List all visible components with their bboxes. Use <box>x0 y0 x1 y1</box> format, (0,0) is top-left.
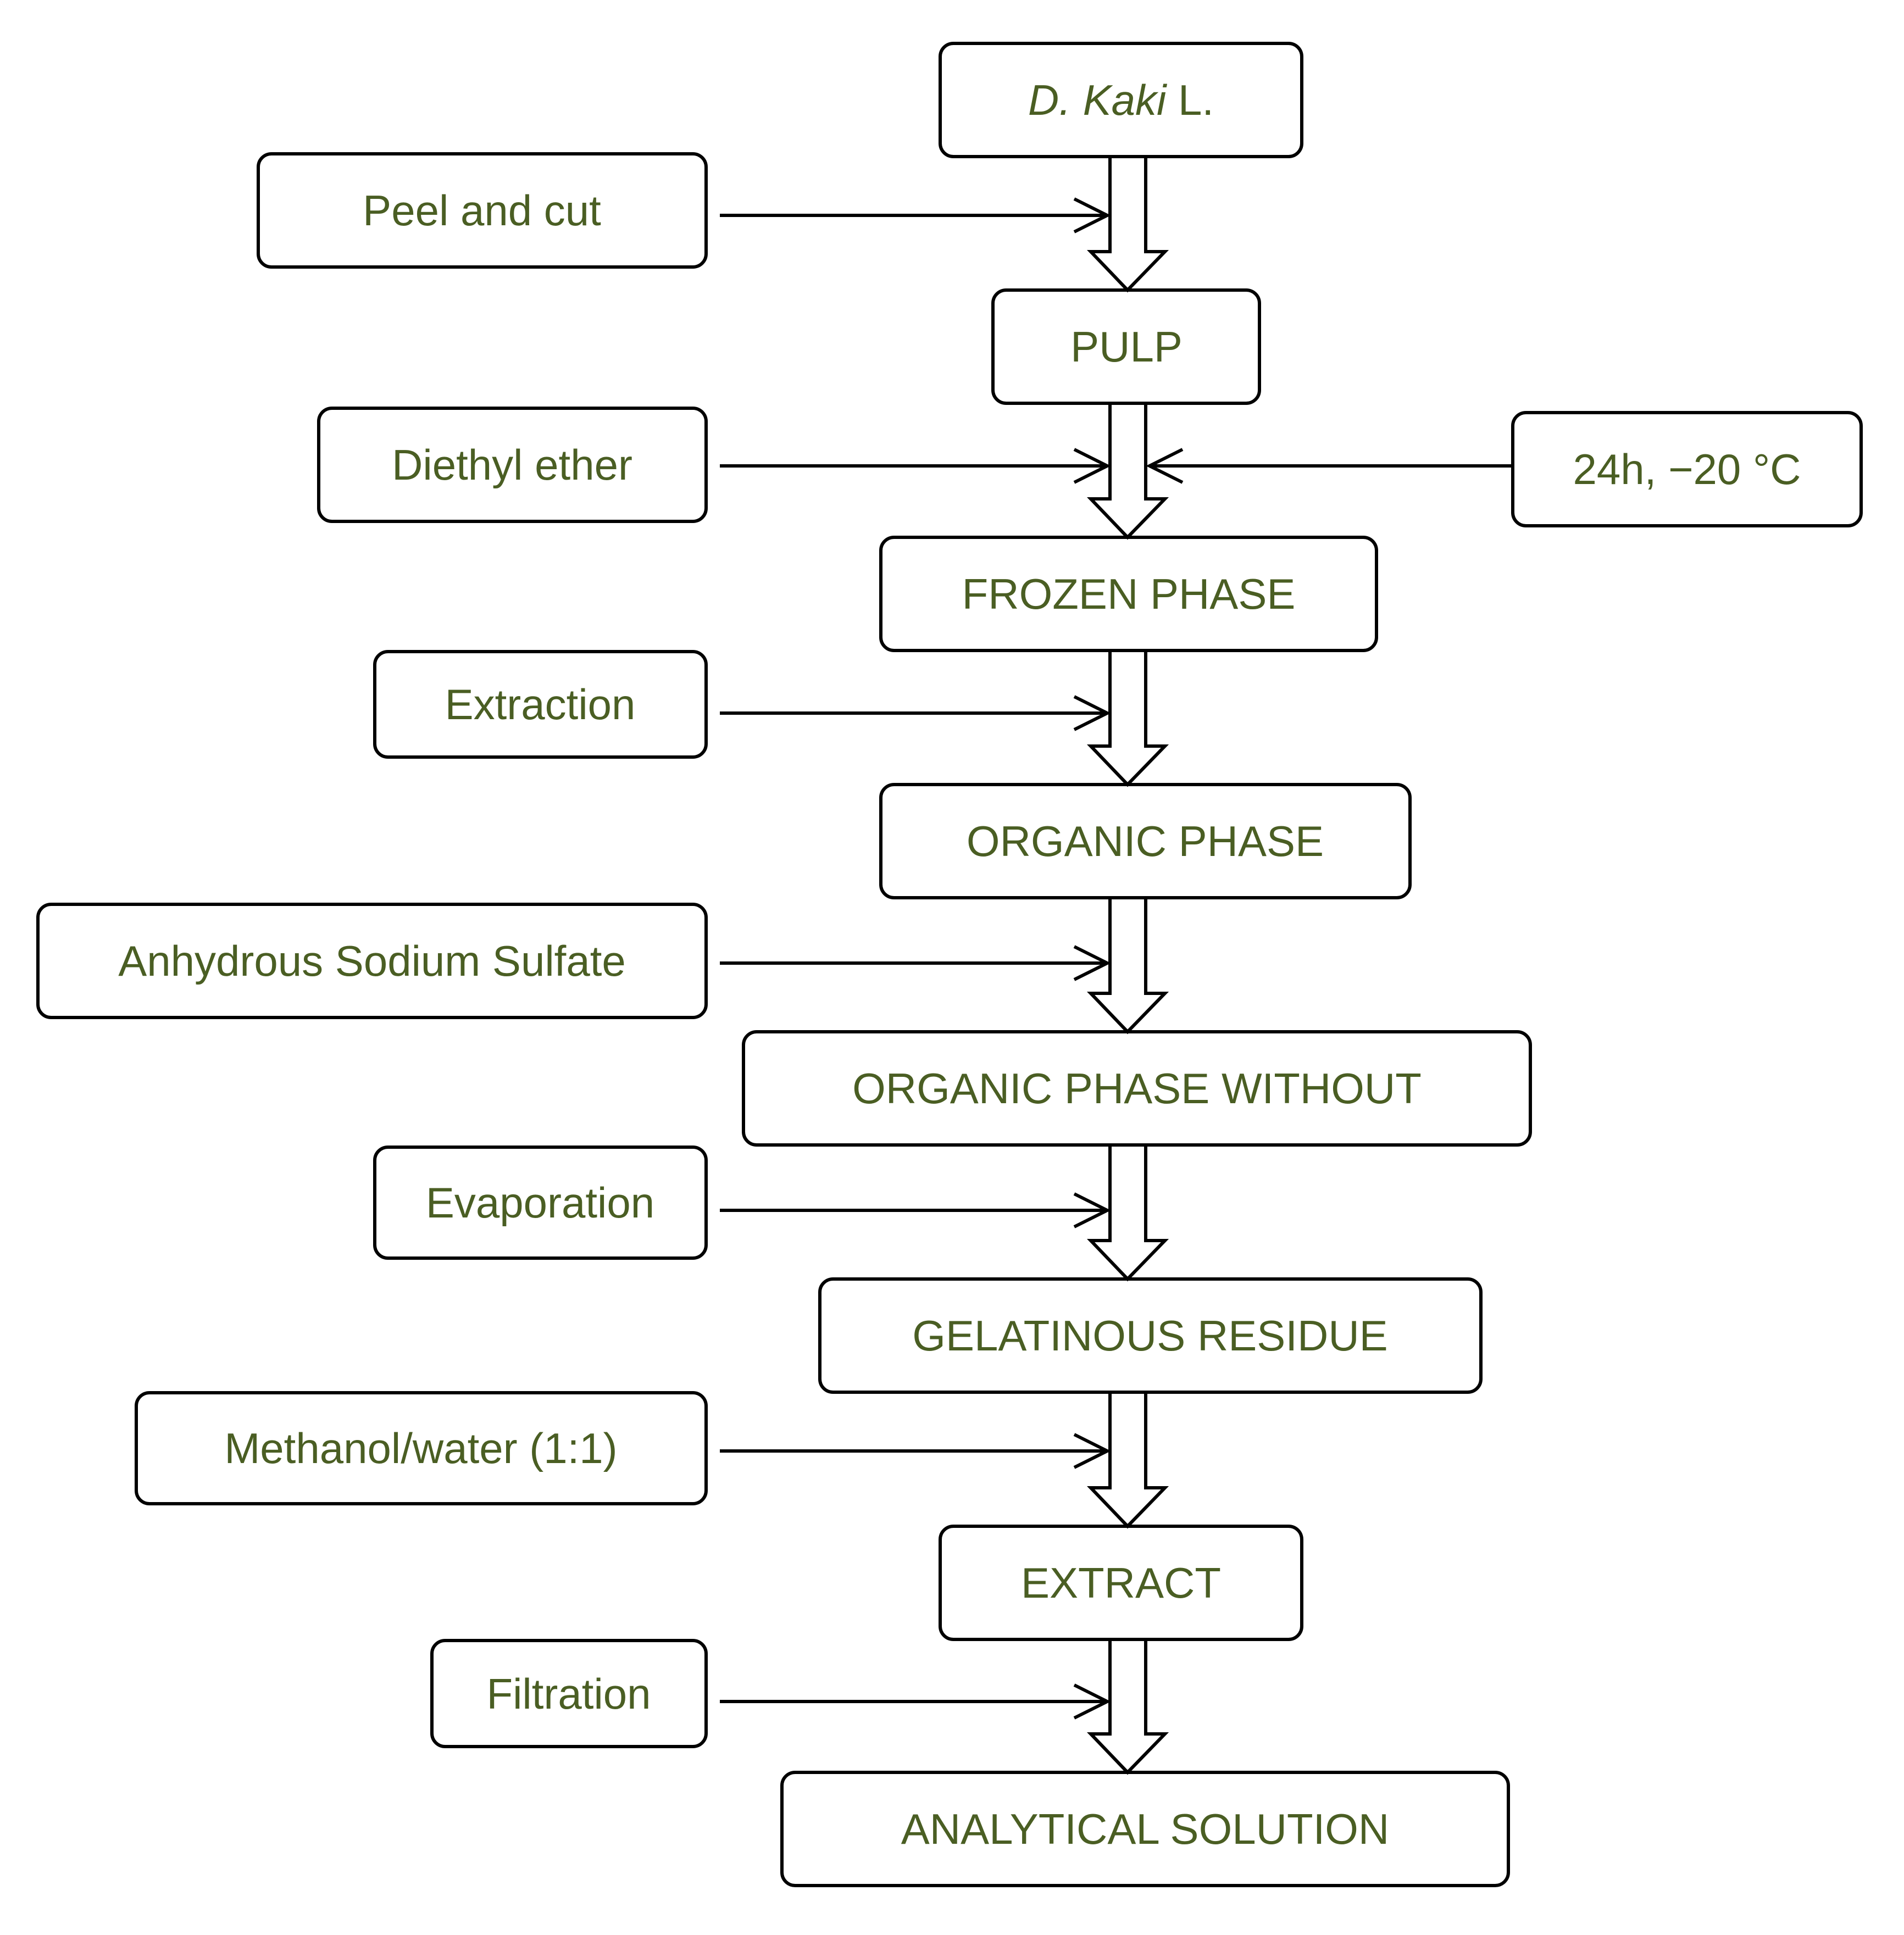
arrow-diethyl-ether <box>720 448 1111 484</box>
step-organic-phase: ORGANIC PHASE <box>879 783 1412 899</box>
species-name: D. Kaki <box>1028 76 1168 124</box>
side-methanol-water: Methanol/water (1:1) <box>135 1391 708 1505</box>
analytical-solution-label: ANALYTICAL SOLUTION <box>901 1805 1390 1853</box>
diethyl-ether-label: Diethyl ether <box>392 441 632 489</box>
step-organic-phase-without: ORGANIC PHASE WITHOUT <box>742 1030 1532 1147</box>
block-arrows <box>1086 155 1169 1775</box>
block-arrow-3 <box>1086 649 1169 787</box>
filtration-label: Filtration <box>486 1670 651 1718</box>
svg-text:D. Kaki L.: D. Kaki L. <box>1028 76 1214 124</box>
block-arrow-6 <box>1086 1391 1169 1529</box>
side-anhydrous-sodium-sulfate: Anhydrous Sodium Sulfate <box>36 903 708 1019</box>
arrow-peel-and-cut <box>720 197 1111 233</box>
block-arrow-4 <box>1086 896 1169 1035</box>
step-extract: EXTRACT <box>939 1525 1303 1641</box>
species-suffix: L. <box>1166 76 1214 124</box>
extraction-label: Extraction <box>445 680 636 729</box>
extract-label: EXTRACT <box>1021 1559 1221 1607</box>
organic-phase-label: ORGANIC PHASE <box>967 817 1324 865</box>
side-filtration: Filtration <box>430 1639 708 1748</box>
side-diethyl-ether: Diethyl ether <box>317 407 708 523</box>
pulp-label: PULP <box>1070 322 1183 371</box>
block-arrow-1 <box>1086 155 1169 293</box>
side-conditions: 24h, −20 °C <box>1511 411 1863 527</box>
conditions-label: 24h, −20 °C <box>1573 445 1801 493</box>
block-arrow-5 <box>1086 1143 1169 1282</box>
step-pulp: PULP <box>991 288 1261 405</box>
step-analytical-solution: ANALYTICAL SOLUTION <box>780 1771 1510 1887</box>
block-arrow-7 <box>1086 1638 1169 1775</box>
arrow-conditions <box>1146 448 1511 484</box>
side-extraction: Extraction <box>373 650 708 759</box>
sodium-sulfate-label: Anhydrous Sodium Sulfate <box>118 937 626 985</box>
arrow-sodium-sulfate <box>720 945 1111 981</box>
arrow-extraction <box>720 695 1111 731</box>
arrow-methanol-water <box>720 1433 1111 1469</box>
arrow-filtration <box>720 1683 1111 1720</box>
methanol-water-label: Methanol/water (1:1) <box>224 1424 617 1472</box>
frozen-phase-label: FROZEN PHASE <box>962 570 1296 618</box>
thin-arrows <box>720 197 1511 1720</box>
evaporation-label: Evaporation <box>426 1178 654 1227</box>
step-gelatinous-residue: GELATINOUS RESIDUE <box>818 1277 1483 1394</box>
side-peel-and-cut: Peel and cut <box>257 152 708 269</box>
gelatinous-residue-label: GELATINOUS RESIDUE <box>912 1311 1387 1360</box>
organic-phase-without-label: ORGANIC PHASE WITHOUT <box>852 1064 1422 1113</box>
side-evaporation: Evaporation <box>373 1146 708 1260</box>
block-arrow-2 <box>1086 402 1169 540</box>
arrow-evaporation <box>720 1192 1111 1228</box>
step-d-kaki: D. Kaki L. <box>939 42 1303 158</box>
step-frozen-phase: FROZEN PHASE <box>879 536 1378 652</box>
peel-and-cut-label: Peel and cut <box>363 186 601 235</box>
